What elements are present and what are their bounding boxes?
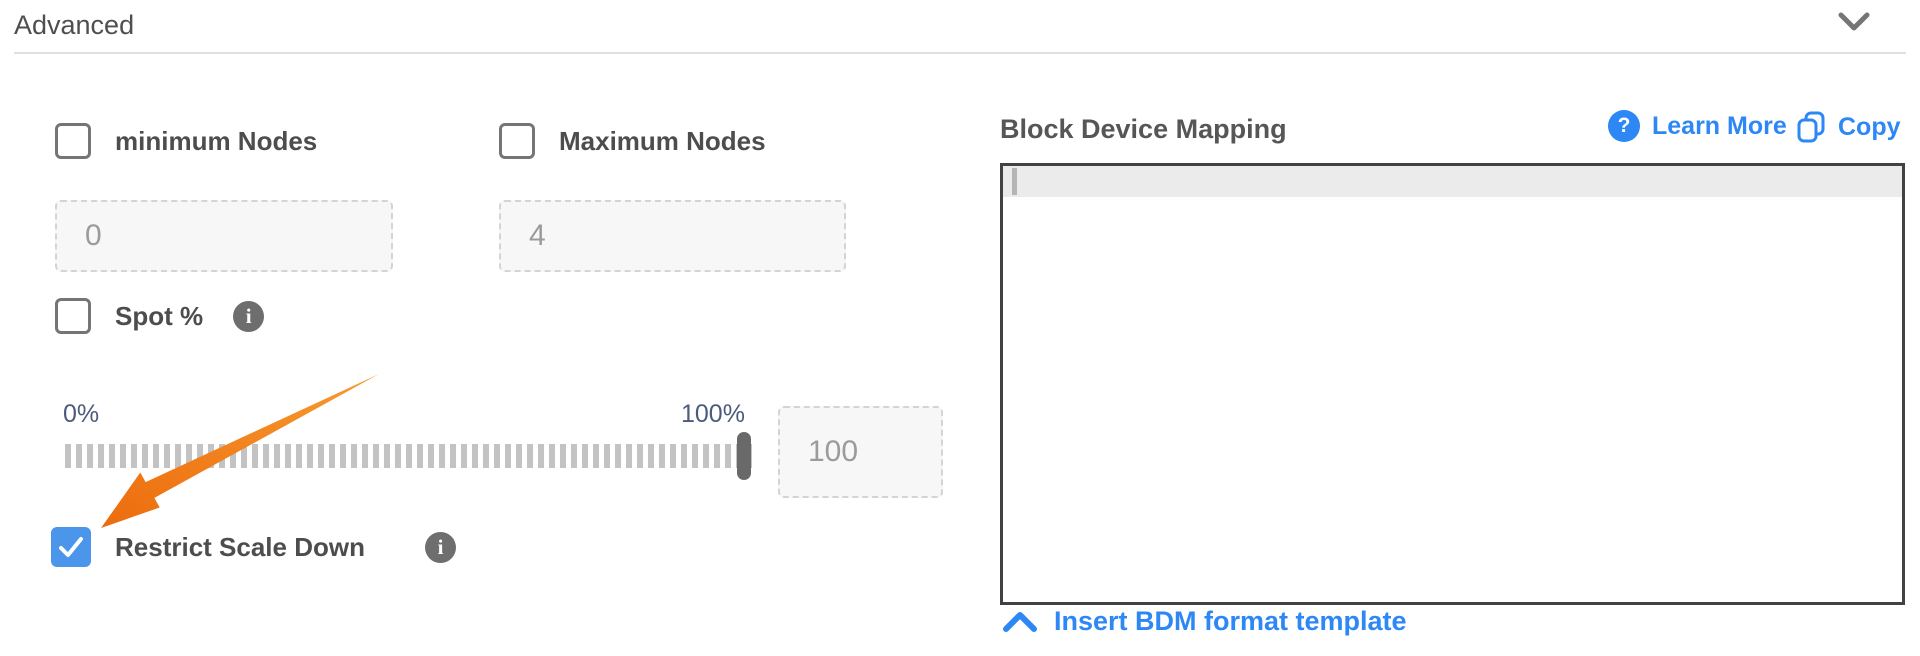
spot-percent-input[interactable]: [778, 406, 943, 498]
spot-slider-handle[interactable]: [737, 432, 751, 480]
min-nodes-input[interactable]: [55, 200, 393, 272]
bdm-editor[interactable]: [1000, 163, 1905, 605]
learn-more-link[interactable]: ? Learn More: [1608, 110, 1787, 142]
copy-label: Copy: [1838, 112, 1901, 141]
max-nodes-label: Maximum Nodes: [559, 125, 766, 156]
learn-more-label: Learn More: [1652, 111, 1787, 140]
min-nodes-label: minimum Nodes: [115, 125, 318, 156]
insert-bdm-template-link[interactable]: Insert BDM format template: [1002, 606, 1407, 637]
max-nodes-input[interactable]: [499, 200, 846, 272]
min-nodes-checkbox-group: minimum Nodes: [55, 123, 317, 159]
slider-min-label: 0%: [63, 400, 100, 428]
max-nodes-checkbox[interactable]: [499, 123, 535, 159]
spot-slider-track[interactable]: [65, 444, 752, 468]
copy-icon: [1797, 111, 1825, 143]
editor-cursor: [1012, 168, 1017, 195]
divider: [14, 52, 1906, 54]
min-nodes-checkbox[interactable]: [55, 123, 91, 159]
info-icon[interactable]: i: [424, 531, 456, 563]
editor-active-line: [1003, 166, 1902, 197]
restrict-scale-down-checkbox[interactable]: [51, 527, 91, 567]
restrict-scale-down-group: Restrict Scale Down i: [51, 527, 456, 567]
bdm-title: Block Device Mapping: [1000, 114, 1287, 144]
spot-checkbox-group: Spot % i: [55, 298, 265, 334]
chevron-down-icon[interactable]: [1838, 12, 1870, 34]
checkmark-icon: [59, 537, 83, 557]
spot-checkbox[interactable]: [55, 298, 91, 334]
info-icon[interactable]: i: [233, 300, 265, 332]
spot-label: Spot %: [115, 300, 204, 331]
chevron-up-icon: [1003, 611, 1037, 632]
insert-bdm-template-label: Insert BDM format template: [1054, 606, 1407, 636]
copy-button[interactable]: Copy: [1796, 110, 1901, 144]
section-title: Advanced: [14, 10, 135, 40]
max-nodes-checkbox-group: Maximum Nodes: [499, 123, 766, 159]
restrict-scale-down-label: Restrict Scale Down: [115, 531, 365, 562]
slider-max-label: 100%: [681, 400, 745, 428]
question-circle-icon: ?: [1608, 110, 1640, 142]
